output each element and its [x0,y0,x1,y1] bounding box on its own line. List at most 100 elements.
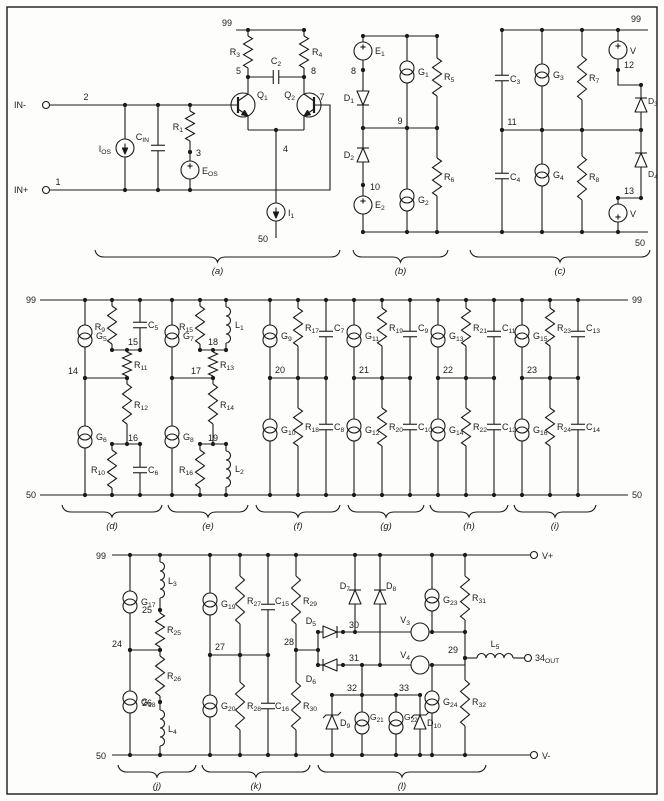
section-label: (i) [551,521,559,532]
capacitor-C13 [571,297,585,381]
label-G23: G23 [443,595,458,607]
junction-dot [360,33,366,39]
label-18: 18 [208,337,218,347]
inductor-L4 [157,699,166,758]
capacitor-C6 [133,441,147,498]
label: L4 [168,724,177,736]
label: R3 [230,47,241,59]
junction-dot [137,441,143,447]
junction-dot [329,752,335,758]
junction-dot [434,33,440,39]
wire [617,70,641,86]
junction-dot [575,297,581,303]
section-brace: (d) [61,504,163,532]
label: C11 [502,323,516,335]
resistor-R3 [242,27,254,80]
label-EOS: EOS [202,166,218,178]
label-99: 99 [631,14,641,24]
label-R25: R25 [167,625,181,637]
junction-dot [197,492,203,498]
label: C8 [334,422,345,434]
junction-dot [127,552,133,558]
label-21: 21 [359,365,369,375]
label: 7 [319,92,324,102]
controlled-source-G8 [164,375,180,498]
label: G24 [443,697,458,709]
junction-dot [359,662,365,668]
label: V- [542,751,551,761]
figure-border [6,6,658,795]
label: 50 [26,490,36,500]
junction-dot [435,492,441,498]
junction-dot [404,125,410,131]
label-11: 11 [507,117,516,127]
controlled-source-G22 [388,692,404,758]
current-source-IOS [115,102,135,193]
label-2: 2 [83,92,88,102]
junction-dot [463,375,469,381]
section-brace: (h) [429,504,509,532]
label: G2 [418,195,429,207]
junction-dot [351,297,357,303]
capacitor-CIN [151,102,165,193]
section-label: (h) [463,521,475,532]
junction-dot [519,375,525,381]
label-V3: V3 [400,615,410,627]
label: 4 [283,144,288,154]
junction-dot [462,752,468,758]
junction-dot [360,67,366,73]
section-brace: (l) [317,764,487,792]
controlled-source-G6 [77,375,93,498]
label: 99 [632,295,642,305]
label: 50 [96,751,106,761]
label-CIN: CIN [136,132,149,144]
section-brace: (b) [352,249,449,277]
label: C16 [275,701,289,713]
junction-dot [435,297,441,303]
label-24: 24 [112,639,122,649]
label: 32 [347,683,357,693]
label-10: 10 [370,182,380,192]
label-D9: D9 [340,718,351,730]
label: R23 [557,323,571,335]
section-brace: (k) [201,764,311,792]
junction-dot [429,752,435,758]
junction-dot [223,492,229,498]
label: 28 [284,637,294,647]
label-R3: R3 [230,47,241,59]
label-50: 50 [258,234,268,244]
resistor-R13 [207,347,219,381]
label: 27 [215,642,225,652]
label-C15: C15 [275,596,289,608]
junction-dot [157,699,163,705]
junction-dot [404,33,410,39]
junction-dot [615,195,621,201]
junction-dot [519,297,525,303]
label-R4: R4 [312,47,323,59]
junction-dot [265,552,271,558]
diode-D1 [356,67,370,131]
section-brace: (a) [94,249,341,277]
resistor-R4 [298,27,310,80]
label-C5: C5 [148,320,159,332]
label: D6 [306,674,317,686]
junction-dot [360,182,366,188]
label: G5 [96,331,107,343]
label-D10: D10 [427,718,441,730]
resistor-R32 [459,655,471,758]
label-8: 8 [311,66,316,76]
label-G13: G13 [449,331,464,343]
junction-dot [315,662,321,668]
section-label: (f) [294,521,303,532]
label: G21 [370,712,384,724]
label: IN- [14,100,26,110]
label: C10 [418,422,432,434]
capacitor-C5 [133,297,147,353]
voltage-source-V-plus-supply [608,27,628,73]
label-G17: G17 [141,597,156,609]
junction-dot [429,629,435,635]
label: D5 [306,616,317,628]
label: L3 [168,576,177,588]
junction-dot [434,125,440,131]
junction-dot [315,647,321,653]
